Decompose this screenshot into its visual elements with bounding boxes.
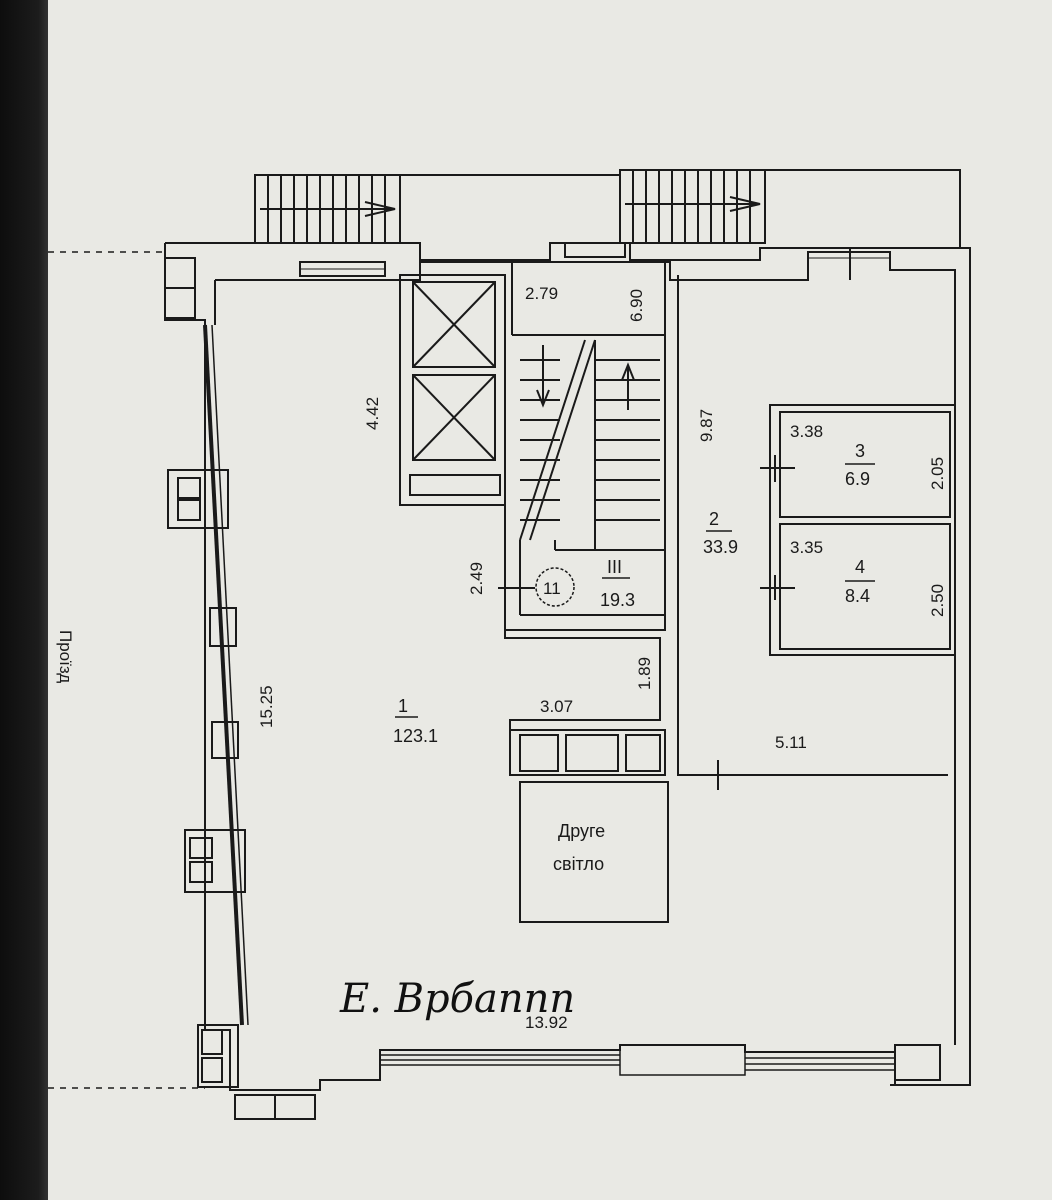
outer-wall-left: [164, 243, 206, 1030]
dim-2-50: 2.50: [928, 584, 947, 617]
room1-area: 123.1: [393, 726, 438, 746]
side-label: Проїзд: [56, 630, 75, 683]
room4-area: 8.4: [845, 586, 870, 606]
stairwell: [498, 261, 666, 631]
room2-area: 33.9: [703, 537, 738, 557]
bottom-right-pier: [894, 1044, 941, 1081]
external-stair-left: [254, 174, 401, 244]
dim-9-87: 9.87: [697, 409, 716, 442]
screen-bezel: [0, 0, 48, 1200]
corridor-wall: [504, 630, 661, 730]
dim-4-42: 4.42: [363, 397, 382, 430]
room1-number: 1: [398, 696, 408, 716]
dim-2-05: 2.05: [928, 457, 947, 490]
room3-4-walls: [760, 404, 956, 656]
stair-area: 19.3: [600, 590, 635, 610]
window-top-mid: [564, 242, 626, 258]
void-label-line2: світло: [553, 854, 604, 874]
stair-marker-label: 11: [543, 579, 561, 598]
void-label-line1: Друге: [558, 821, 605, 841]
dim-15-25: 15.25: [257, 685, 276, 728]
dim-3-35: 3.35: [790, 538, 823, 557]
dim-2-79: 2.79: [525, 284, 558, 303]
stair-number: III: [607, 557, 622, 577]
stair-number-marker: [535, 567, 575, 607]
dim-1-89: 1.89: [635, 657, 654, 690]
utility-cabinets: [509, 729, 666, 776]
external-stair-right: [619, 169, 766, 244]
dim-5-11: 5.11: [775, 733, 807, 752]
outer-wall-top: [165, 242, 971, 1086]
dim-2-49: 2.49: [467, 562, 486, 595]
dim-6-90: 6.90: [627, 289, 646, 322]
handwritten-note: E. Врбаппп: [339, 976, 575, 1022]
dim-13-92: 13.92: [525, 1013, 568, 1032]
room2-number: 2: [709, 509, 719, 529]
bottom-glazing: [380, 1044, 895, 1076]
dim-3-38: 3.38: [790, 422, 823, 441]
elevator-shafts: [399, 274, 506, 506]
facade-glazing: [203, 324, 244, 1026]
room4-number: 4: [855, 557, 865, 577]
room2-wall: [677, 275, 948, 776]
room3-area: 6.9: [845, 469, 870, 489]
dim-3-07: 3.07: [540, 697, 573, 716]
second-light-void: [519, 781, 669, 923]
inner-wall: [215, 251, 956, 1045]
wall-piers: [164, 257, 316, 1120]
room3-number: 3: [855, 441, 865, 461]
